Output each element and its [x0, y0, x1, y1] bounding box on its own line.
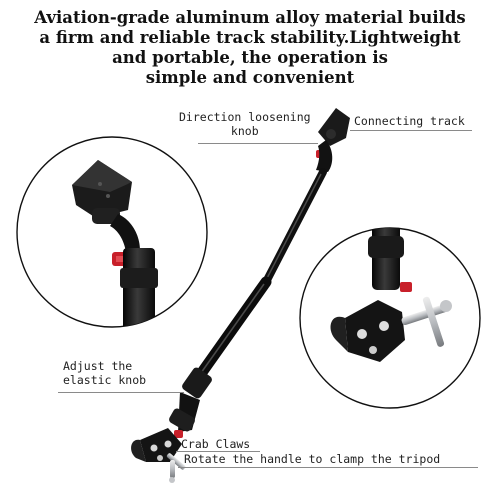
callout-crab-claws: Crab Claws	[181, 437, 250, 451]
callout-crab-claws-text: Crab Claws	[181, 437, 251, 451]
leader-line-connecting-track	[350, 130, 472, 131]
leader-line-crab-claws	[176, 451, 260, 452]
callout-rotate-handle: Rotate the handle to clamp the tripod	[184, 452, 440, 466]
leader-line-direction-knob	[198, 143, 318, 144]
headline-line-4: simple and convenient	[145, 68, 355, 87]
headline-line-1: Aviation-grade aluminum alloy material b…	[34, 8, 466, 27]
callout-rotate-handle-text: Rotate the handle to clamp the tripod	[184, 452, 441, 466]
callout-elastic-knob-line-2: elastic knob	[63, 373, 147, 387]
leader-line-elastic-knob	[58, 392, 184, 393]
callout-connecting-track: Connecting track	[354, 114, 465, 128]
headline-line-3: and portable, the operation is	[112, 48, 388, 67]
callout-direction-knob-line-2: knob	[230, 124, 259, 138]
callout-direction-knob: Direction loosening knob	[179, 110, 311, 138]
track-support-arm-icon	[131, 108, 350, 483]
callout-connecting-track-text: Connecting track	[354, 114, 465, 128]
leader-line-rotate-handle	[178, 467, 478, 468]
callout-direction-knob-line-1: Direction loosening	[179, 110, 311, 124]
callout-elastic-knob-line-1: Adjust the	[63, 359, 133, 373]
headline-line-2: a firm and reliable track stability.Ligh…	[39, 28, 461, 47]
headline: Aviation-grade aluminum alloy material b…	[20, 8, 480, 88]
callout-elastic-knob: Adjust the elastic knob	[63, 359, 146, 387]
arm-head-closeup-icon	[16, 136, 208, 328]
crab-clamp-closeup-icon	[299, 227, 481, 409]
